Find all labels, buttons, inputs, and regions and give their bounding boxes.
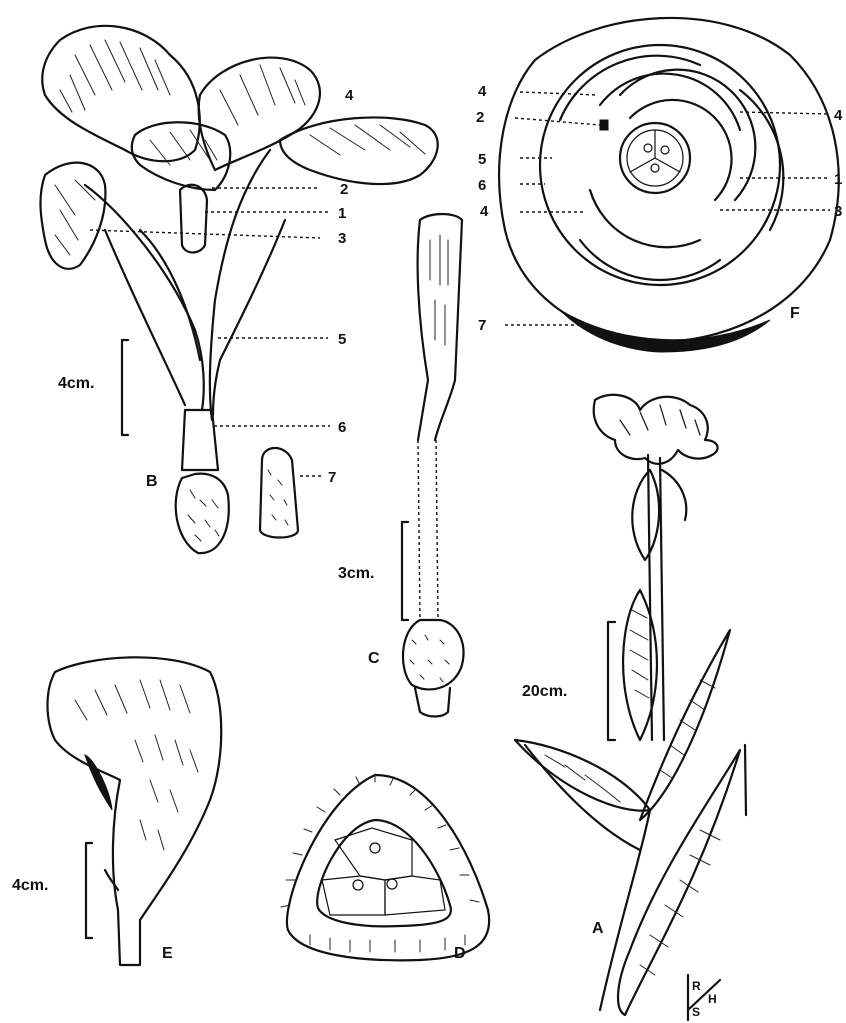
e-scale-label: 4cm.: [12, 877, 48, 894]
c-scale-label: 3cm.: [338, 565, 374, 582]
monogram-s: S: [692, 1005, 700, 1019]
f-callout-right-4: 4: [834, 107, 843, 124]
b-callout-1: 1: [338, 205, 346, 222]
f-callout-left-4a: 4: [478, 83, 487, 100]
b-scale-label: 4cm.: [58, 375, 94, 392]
a-letter: A: [592, 920, 604, 937]
f-callout-left-4b: 4: [480, 203, 489, 220]
b-callout-2: 2: [340, 181, 348, 198]
f-callout-right-1: 1: [834, 171, 842, 188]
b-callout-6: 6: [338, 419, 346, 436]
f-callout-right-3: 3: [834, 203, 842, 220]
panel-e-petaloid-stamen: 4cm. E: [12, 657, 221, 965]
monogram-r: R: [692, 979, 701, 993]
f-callout-left-5: 5: [478, 151, 486, 168]
f-callout-left-7: 7: [478, 317, 486, 334]
f-callout-left-6: 6: [478, 177, 486, 194]
monogram-h: H: [708, 992, 717, 1006]
c-letter: C: [368, 650, 380, 667]
panel-f-floral-diagram: 4 2 5 6 4 7 4 1 3 F: [476, 18, 843, 352]
d-letter: D: [454, 945, 466, 962]
b-callout-7: 7: [328, 469, 336, 486]
a-scale-label: 20cm.: [522, 683, 567, 700]
f-letter: F: [790, 305, 800, 322]
panel-d-ovary-section: D: [281, 774, 489, 962]
b-callout-4: 4: [345, 87, 354, 104]
panel-a-plant: R H S 20cm. A: [515, 395, 746, 1020]
f-callout-left-2: 2: [476, 109, 484, 126]
b-callout-5: 5: [338, 331, 346, 348]
b-letter: B: [146, 473, 158, 490]
panel-c-pistil: 3cm. C: [338, 214, 463, 717]
b-callout-3: 3: [338, 230, 346, 247]
panel-b-flower: 4 2 1 3 5 6 7 4cm. B: [40, 26, 437, 553]
e-letter: E: [162, 945, 173, 962]
